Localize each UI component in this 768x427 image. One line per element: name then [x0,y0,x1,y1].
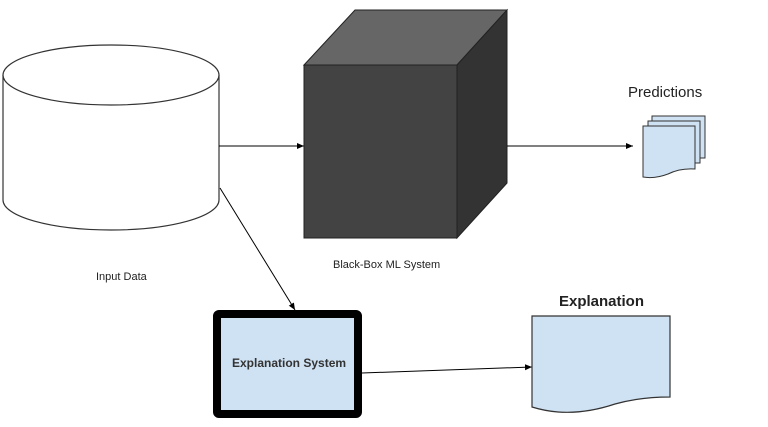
explanation-document [531,315,671,413]
input-data-cylinder [2,44,220,231]
predictions-label: Predictions [628,84,703,101]
black-box-label: Black-Box ML System [333,259,441,271]
input-data-label: Input Data [96,271,147,283]
arrow-explsystem-to-explanation [361,364,533,374]
explanation-system-box [213,310,362,418]
predictions-documents-icon [642,115,706,179]
black-box-cube [302,8,509,240]
explanation-label: Explanation [559,293,645,310]
explanation-system-label: Explanation System [232,356,347,370]
arrow-input-to-explanation-system [219,187,296,311]
